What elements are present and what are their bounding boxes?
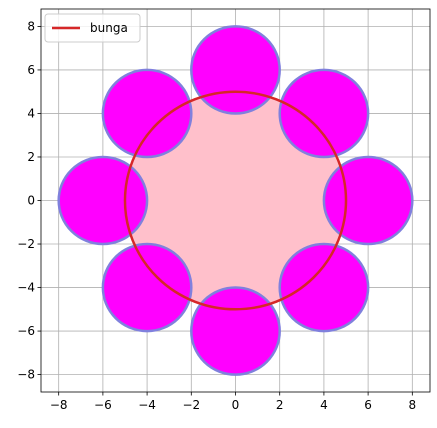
x-tick-label: −6 [94, 398, 112, 412]
petal [190, 25, 281, 115]
petal [278, 242, 370, 333]
y-tick-label: −6 [17, 324, 35, 338]
x-tick-label: 6 [364, 398, 372, 412]
legend-label-bunga: bunga [90, 21, 128, 35]
petal [190, 286, 281, 376]
y-tick-label: 2 [27, 150, 35, 164]
x-tick-label: 8 [408, 398, 416, 412]
x-tick-label: −4 [138, 398, 156, 412]
petal [278, 68, 370, 159]
y-tick-label: −4 [17, 281, 35, 295]
x-tick-label: 0 [232, 398, 240, 412]
legend-box [44, 13, 141, 43]
y-tick-label: −2 [17, 237, 35, 251]
x-tick-label: 2 [276, 398, 284, 412]
axis-ticks: −8 −6 −4 −2 0 2 4 6 8 −8 −6 −4 −2 0 2 4 6 8 [17, 19, 416, 412]
petal [101, 68, 193, 159]
y-tick-label: −8 [17, 368, 35, 382]
y-tick-label: 4 [27, 106, 35, 120]
y-tick-label: 6 [27, 63, 35, 77]
chart-marks [57, 25, 414, 376]
y-tick-label: 0 [27, 194, 35, 208]
y-tick-label: 8 [27, 19, 35, 33]
petal [101, 242, 193, 333]
series-bunga [123, 90, 348, 311]
x-tick-label: 4 [320, 398, 328, 412]
center-disc [124, 91, 347, 310]
legend: bunga [44, 13, 141, 43]
petal [57, 155, 149, 246]
x-tick-label: −2 [182, 398, 200, 412]
x-tick-label: −8 [50, 398, 68, 412]
petal [322, 155, 414, 246]
